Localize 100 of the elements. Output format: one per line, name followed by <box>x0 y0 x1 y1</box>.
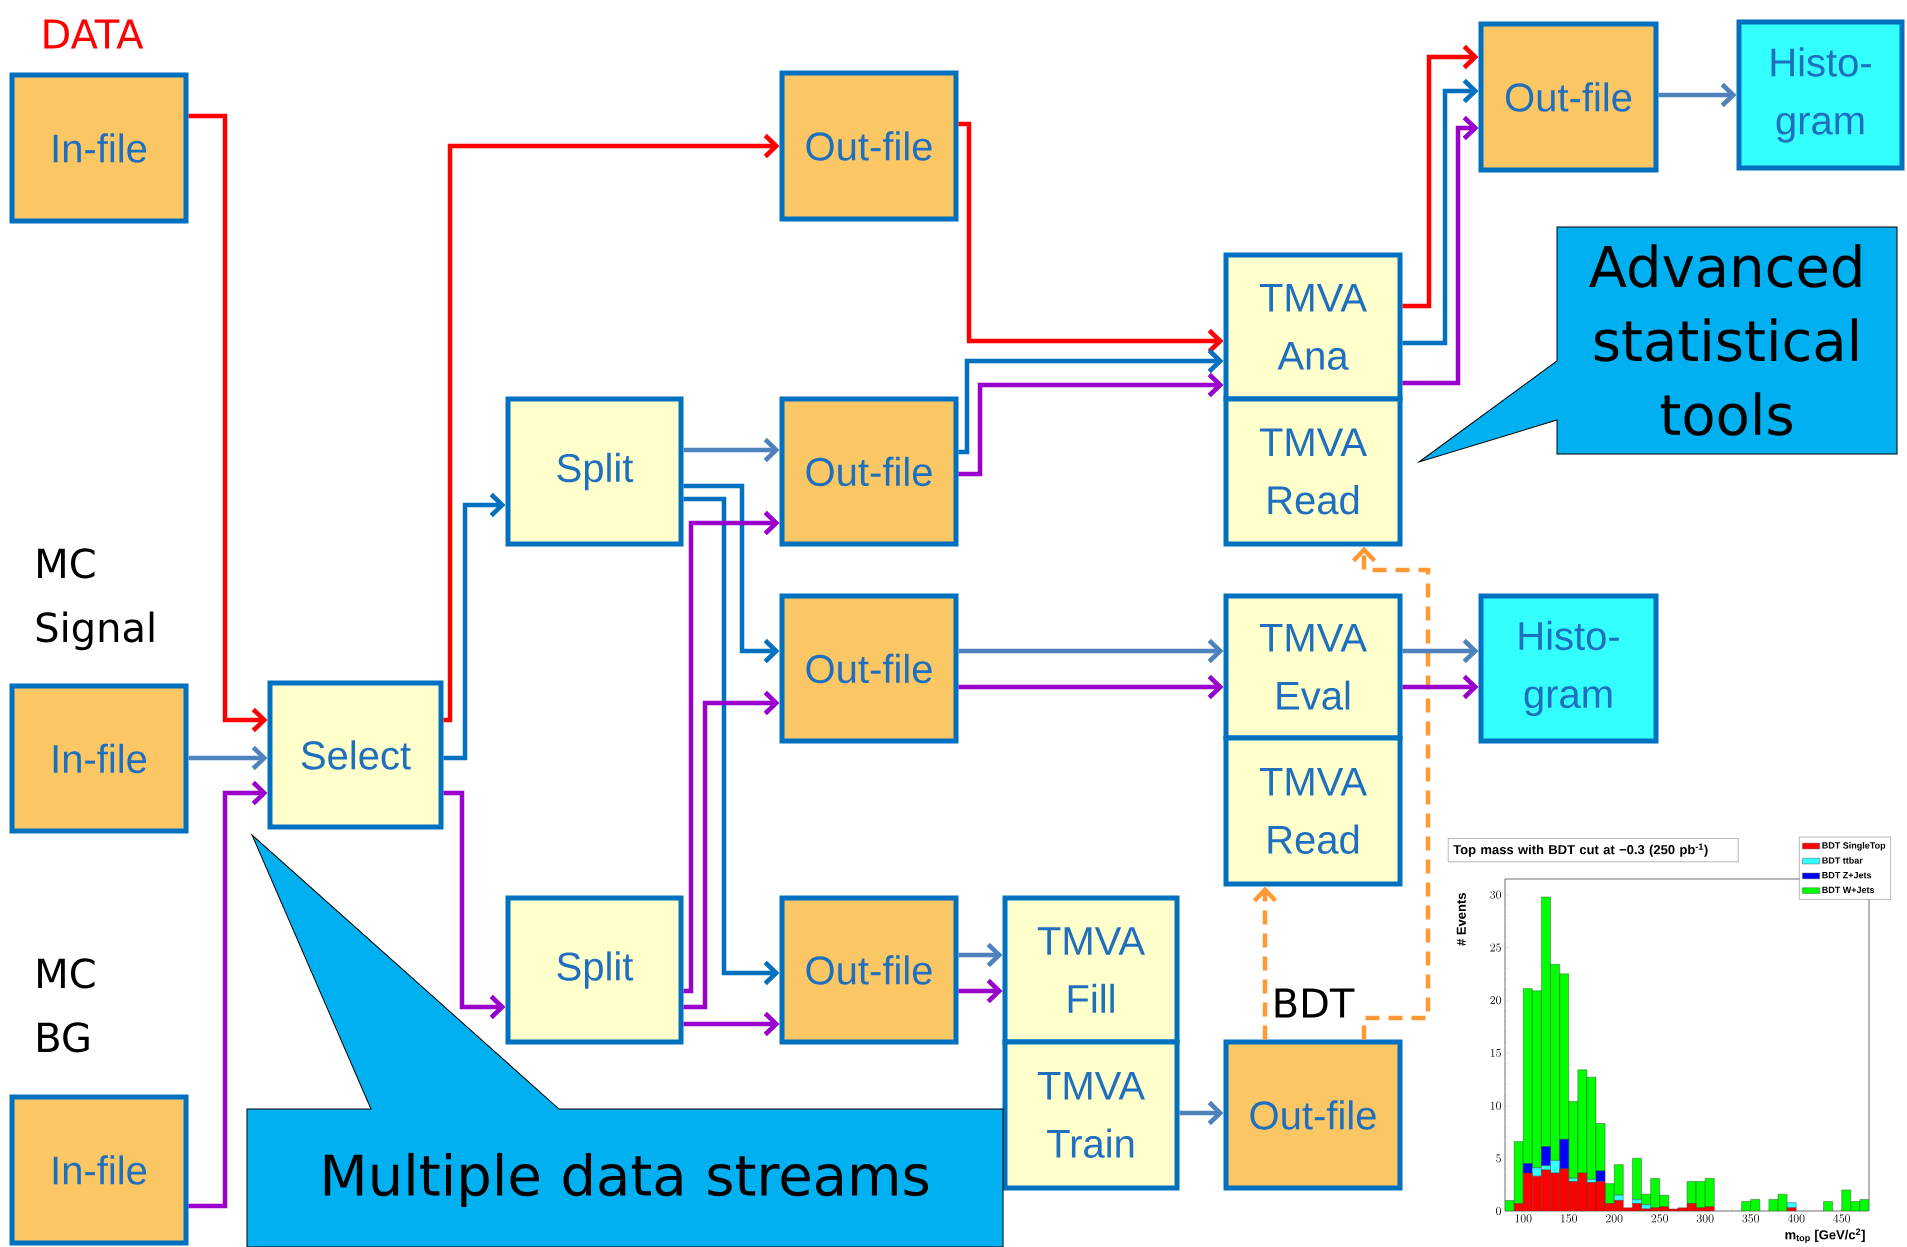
legend-label: BDT SingleTop <box>1822 842 1886 851</box>
side-label: MC BG <box>38 958 95 1053</box>
bar <box>1586 1076 1597 1180</box>
histogram-chart: 100 150 200 250 300 350 400 450 0 5 10 15 20 25 30 m$_{top}$ [GeV/c$^{2}$] # Events Top mass with BDT cut at −0.3 (250 pb$^{-1}$) BDT SingleTop BDT ttbar BDT Z+Jets BDT W+Jets <box>1448 836 1891 1243</box>
arrow <box>1402 638 1479 664</box>
side-label: DATA <box>44 19 144 49</box>
bar <box>1668 1208 1679 1211</box>
arrow <box>188 113 268 733</box>
bar <box>1850 1201 1861 1211</box>
bar <box>1632 1199 1642 1204</box>
bar <box>1577 1172 1588 1211</box>
bar <box>1577 1069 1588 1174</box>
x-tick-label: 100 <box>1515 1214 1532 1223</box>
bar <box>1632 1203 1642 1211</box>
arrow <box>1402 115 1479 386</box>
y-tick-label: 25 <box>1490 943 1501 952</box>
process-box: Select <box>267 680 444 830</box>
bar <box>1523 1163 1533 1174</box>
bar <box>1623 1207 1633 1211</box>
bar <box>1595 1181 1606 1211</box>
legend-label: BDT W+Jets <box>1822 886 1875 894</box>
bar <box>1632 1158 1642 1200</box>
side-label: BDT <box>1275 988 1355 1018</box>
x-axis-title: m$_{top}$ [GeV/c$^{2}$] <box>1785 1228 1865 1243</box>
arrow <box>1402 78 1479 346</box>
bar <box>1841 1189 1851 1211</box>
y-tick-label: 30 <box>1490 890 1501 899</box>
y-tick-label: 20 <box>1490 996 1501 1005</box>
arrow <box>442 133 780 723</box>
arrow <box>1179 1100 1224 1126</box>
bar <box>1768 1199 1779 1211</box>
process-box: TMVA Ana <box>1223 252 1403 402</box>
arrow <box>1658 82 1737 108</box>
bar <box>1604 1203 1615 1211</box>
arrow <box>188 780 268 1209</box>
arrow <box>443 492 506 761</box>
legend-label: BDT ttbar <box>1822 857 1863 864</box>
bar <box>1523 988 1533 1164</box>
arrow <box>1402 44 1479 309</box>
arrow <box>188 745 268 771</box>
x-tick-label: 400 <box>1787 1214 1805 1223</box>
bar <box>1686 1203 1697 1211</box>
process-box: TMVA Eval <box>1223 593 1403 741</box>
y-tick-label: 0 <box>1496 1206 1501 1216</box>
bar <box>1686 1181 1697 1204</box>
bar <box>1750 1199 1761 1211</box>
bar <box>1559 1168 1569 1211</box>
bar <box>1550 1172 1560 1211</box>
bar <box>1559 1139 1569 1170</box>
bar <box>1614 1194 1624 1201</box>
arrow <box>958 372 1224 477</box>
bar <box>1777 1193 1788 1211</box>
bar <box>1823 1201 1833 1211</box>
x-tick-label: 450 <box>1833 1214 1851 1223</box>
file-box: In-file <box>9 72 189 224</box>
process-box: Split <box>505 895 684 1045</box>
bar <box>1595 1170 1606 1182</box>
bar <box>1650 1178 1660 1209</box>
y-tick-label: 10 <box>1490 1101 1501 1110</box>
bar <box>1513 1203 1524 1211</box>
legend-label: BDT Z+Jets <box>1822 872 1872 879</box>
bar <box>1650 1207 1660 1211</box>
x-tick-label: 150 <box>1560 1214 1578 1223</box>
arrow <box>1351 546 1431 1040</box>
file-box: In-file <box>9 683 189 834</box>
output-box: Histo-gram <box>1736 19 1905 171</box>
bar <box>1614 1164 1624 1196</box>
file-box: Out-file <box>1478 21 1659 173</box>
y-tick-label: 5 <box>1496 1154 1501 1163</box>
arrow <box>958 674 1224 700</box>
file-box: Out-file <box>779 396 959 547</box>
process-box: TMVA Read <box>1223 735 1403 887</box>
bar <box>1550 964 1560 1161</box>
bar <box>1586 1182 1597 1211</box>
arrow <box>958 978 1003 1004</box>
arrow <box>683 483 780 664</box>
bar <box>1595 1123 1606 1172</box>
x-tick-label: 250 <box>1651 1214 1669 1223</box>
side-label: MC Signal <box>36 548 154 651</box>
output-box: Histo-gram <box>1478 593 1659 744</box>
process-box: TMVA Fill <box>1002 895 1180 1045</box>
arrow <box>443 790 506 1020</box>
bar <box>1659 1206 1670 1211</box>
bar <box>1550 1160 1560 1174</box>
bar <box>1532 990 1542 1168</box>
arrow <box>958 942 1003 968</box>
callout: Advanced statistical tools <box>1418 226 1898 463</box>
bar <box>1859 1199 1869 1211</box>
bar <box>1513 1141 1524 1204</box>
bar <box>1741 1201 1751 1211</box>
bar <box>1641 1208 1651 1211</box>
bar <box>1541 1146 1551 1166</box>
arrow <box>1402 674 1479 700</box>
arrow <box>683 437 780 463</box>
file-box: Out-file <box>779 895 959 1045</box>
bar <box>1523 1172 1533 1211</box>
bar <box>1677 1207 1688 1211</box>
bar <box>1659 1194 1670 1207</box>
arrow <box>1252 886 1278 1040</box>
arrow <box>683 1011 780 1037</box>
